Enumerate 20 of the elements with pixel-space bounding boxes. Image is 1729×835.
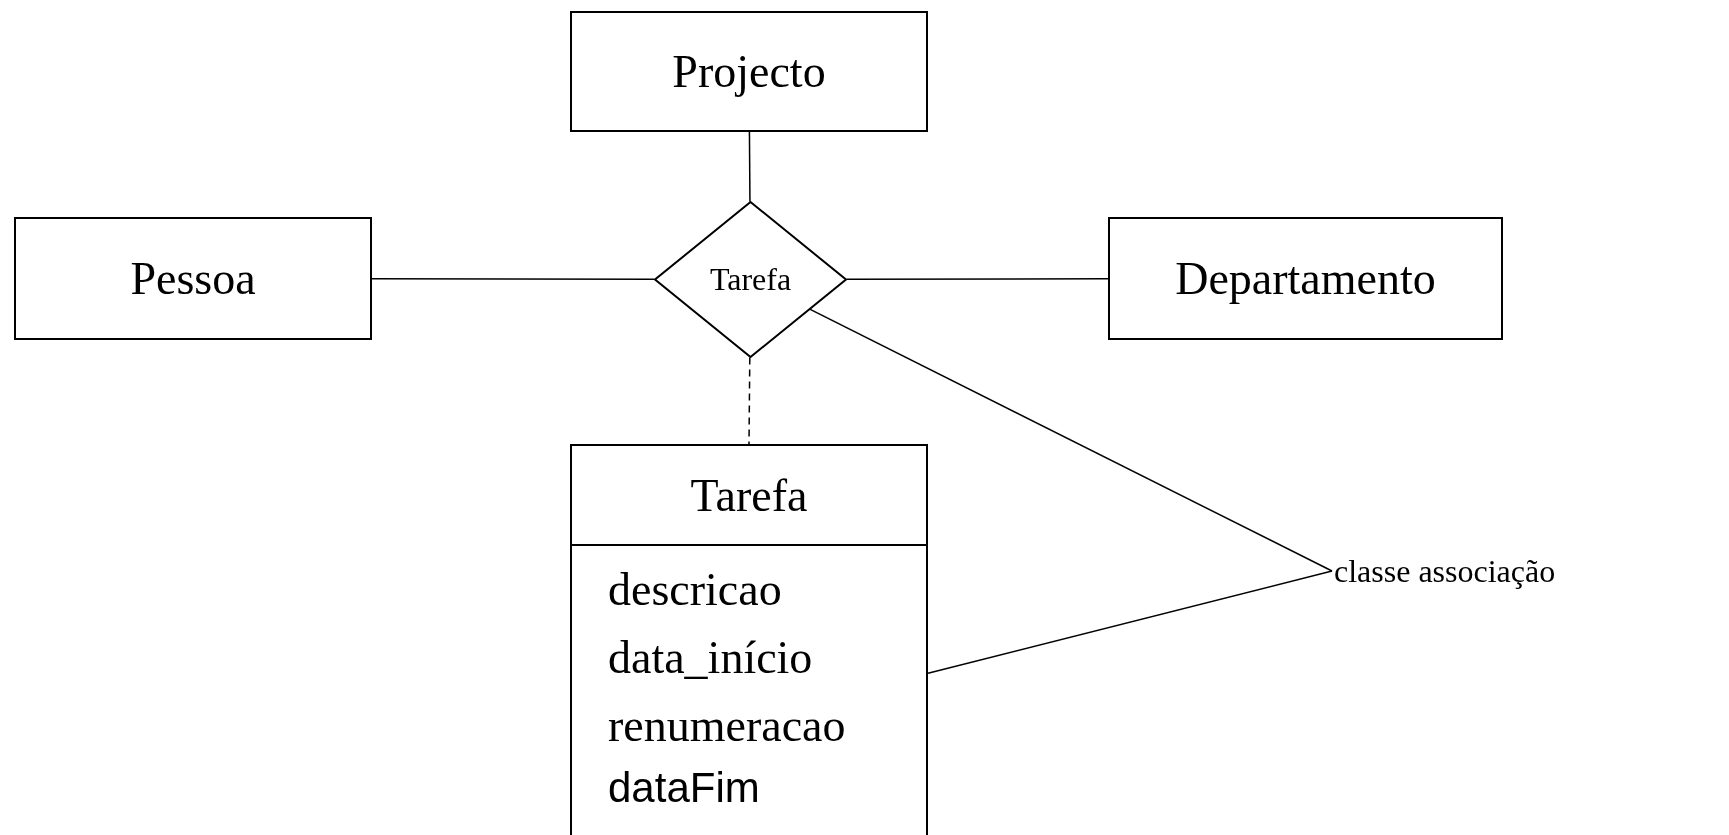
entity-box (570, 11, 928, 132)
entity-name: Departamento (1175, 252, 1436, 305)
relationship-name: Tarefa (709, 261, 792, 298)
note-label: classe associação (1334, 552, 1556, 590)
class-name: Tarefa (690, 468, 808, 522)
attribute-name: data_início (608, 632, 813, 683)
entity-box (1108, 217, 1503, 340)
entity-name: Projecto (672, 45, 826, 98)
connector-line (748, 131, 751, 203)
attribute-name: dataFim (608, 764, 760, 811)
connector-line (371, 278, 655, 281)
entity-box (14, 217, 372, 340)
attribute-name: descricao (608, 564, 782, 615)
class-box (570, 444, 928, 835)
connector-line (748, 356, 751, 445)
leader-line (927, 570, 1333, 674)
connector-line (846, 278, 1109, 281)
attribute-name: renumeracao (608, 700, 846, 751)
entity-name: Pessoa (130, 252, 256, 305)
leader-line (809, 308, 1333, 572)
